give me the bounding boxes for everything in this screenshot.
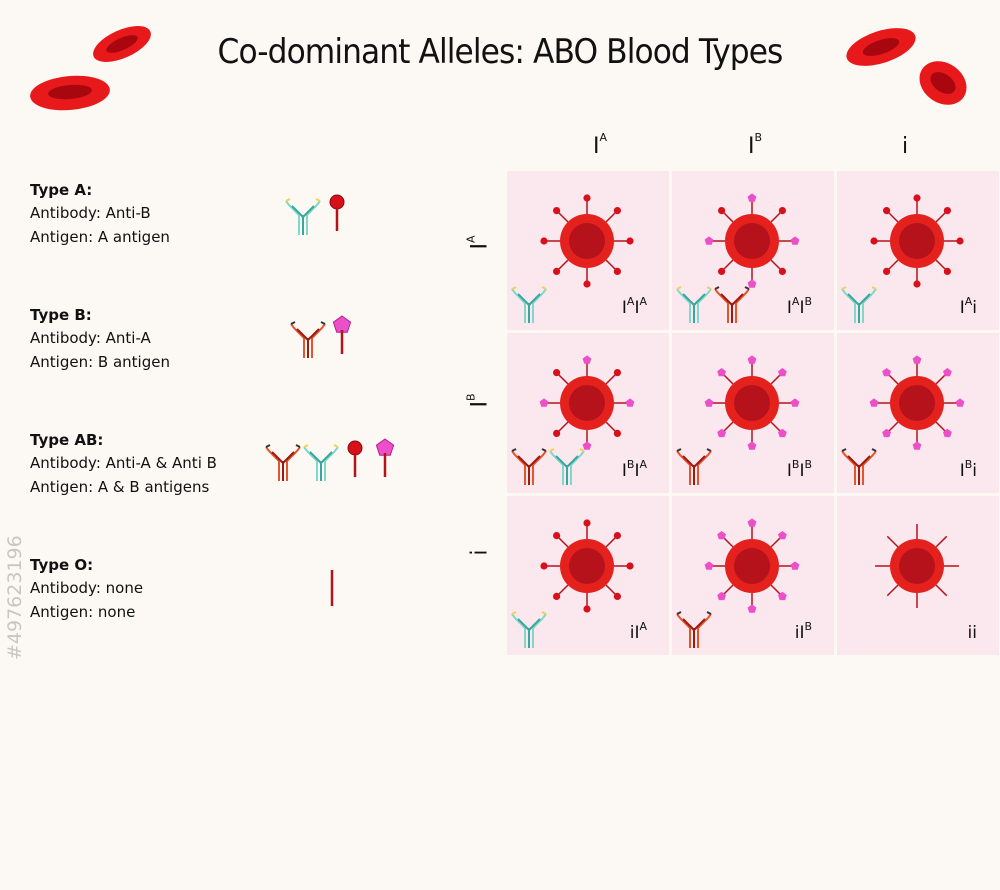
red-blood-cell-icon [30, 75, 110, 111]
legend-type-ab: Type AB: Antibody: Anti-A & Anti B Antig… [30, 430, 250, 499]
legend-antigen: Antigen: B antigen [30, 353, 170, 371]
punnett-square: IAIA IAIB IAi [507, 171, 999, 655]
punnett-cell: iIB [672, 495, 834, 655]
genotype-label: IAIA [621, 295, 647, 319]
legend-type-b: Type B: Antibody: Anti-A Antigen: B anti… [30, 305, 250, 374]
anti-B-antibody-icon [303, 444, 339, 481]
blood-cell-illustration [676, 518, 800, 648]
blood-cell-illustration [841, 355, 965, 486]
legend-type-a: Type A: Antibody: Anti-B Antigen: A anti… [30, 180, 250, 249]
blood-cell-illustration [676, 193, 800, 323]
antigen-A-icon [347, 440, 363, 477]
punnett-cell: IBIA [507, 333, 669, 493]
punnett-cell: IAIB [672, 171, 834, 331]
row-label-i: i [467, 549, 493, 556]
genotype-label: ii [967, 622, 977, 643]
anti-B-antibody-icon [841, 286, 877, 323]
blood-cell-illustration [841, 194, 964, 323]
red-blood-cell-icon [846, 28, 916, 66]
red-blood-cell-icon [93, 26, 151, 62]
legend-heading: Type A: [30, 181, 93, 199]
legend-icons-0 [285, 194, 345, 235]
genotype-label: iIA [629, 619, 647, 643]
punnett-cell: ii [837, 495, 999, 655]
legend-antibody: Antibody: Anti-A & Anti B [30, 454, 217, 472]
genotype-label: IBi [959, 457, 977, 481]
page-title: Co-dominant Alleles: ABO Blood Types [217, 32, 784, 72]
column-label-ia: IA [592, 131, 608, 159]
anti-A-antibody-icon [676, 610, 712, 648]
anti-A-antibody-icon [290, 321, 326, 358]
antigen-B-icon [375, 438, 395, 477]
antigen-B-icon [332, 315, 352, 354]
anti-A-antibody-icon [841, 448, 877, 486]
antigen-A-icon [329, 194, 345, 231]
punnett-cell: iIA [507, 495, 669, 655]
legend-icons-1 [290, 315, 352, 358]
legend-antigen: Antigen: none [30, 603, 136, 621]
legend-icons-2 [265, 438, 395, 481]
punnett-cell: IBIB [672, 333, 834, 493]
punnett-cell: IAIA [507, 171, 669, 331]
legend-heading: Type B: [30, 306, 92, 324]
punnett-cell: IBi [837, 333, 999, 493]
legend-type-o: Type O: Antibody: none Antigen: none [30, 555, 250, 624]
legend-heading: Type O: [30, 556, 94, 574]
anti-B-antibody-icon [511, 610, 547, 648]
blood-cell-illustration [511, 519, 634, 648]
legend-icons-3 [330, 570, 334, 606]
anti-B-antibody-icon [285, 198, 321, 235]
legend-antibody: Antibody: Anti-A [30, 329, 151, 347]
anti-A-antibody-icon [676, 448, 712, 486]
anti-A-antibody-icon [265, 444, 301, 481]
legend-antigen: Antigen: A antigen [30, 228, 170, 246]
anti-A-antibody-icon [511, 448, 547, 486]
genotype-label: iIB [794, 619, 812, 643]
blood-cell-illustration [676, 355, 800, 486]
genotype-label: IAIB [786, 295, 812, 319]
anti-A-antibody-icon [714, 286, 750, 323]
watermark: #497623196 [4, 535, 26, 660]
anti-B-antibody-icon [511, 286, 547, 323]
blood-cell-illustration [875, 523, 959, 608]
genotype-label: IBIA [621, 457, 647, 481]
legend-antigen: Antigen: A & B antigens [30, 478, 210, 496]
blood-cell-illustration [511, 194, 634, 323]
genotype-label: IAi [959, 295, 977, 319]
row-label-ia: IA [464, 235, 493, 250]
column-label-ib: IB [747, 131, 763, 159]
genotype-label: IBIB [786, 457, 812, 481]
legend-heading: Type AB: [30, 431, 104, 449]
punnett-cell: IAi [837, 171, 999, 331]
legend-antibody: Antibody: none [30, 579, 144, 597]
anti-B-antibody-icon [676, 286, 712, 323]
red-blood-cell-icon [919, 61, 967, 105]
column-label-i: i [901, 134, 909, 159]
legend-antibody: Antibody: Anti-B [30, 204, 151, 222]
row-label-ib: IB [464, 393, 493, 408]
anti-B-antibody-icon [549, 448, 585, 486]
blood-cell-illustration [511, 355, 635, 486]
